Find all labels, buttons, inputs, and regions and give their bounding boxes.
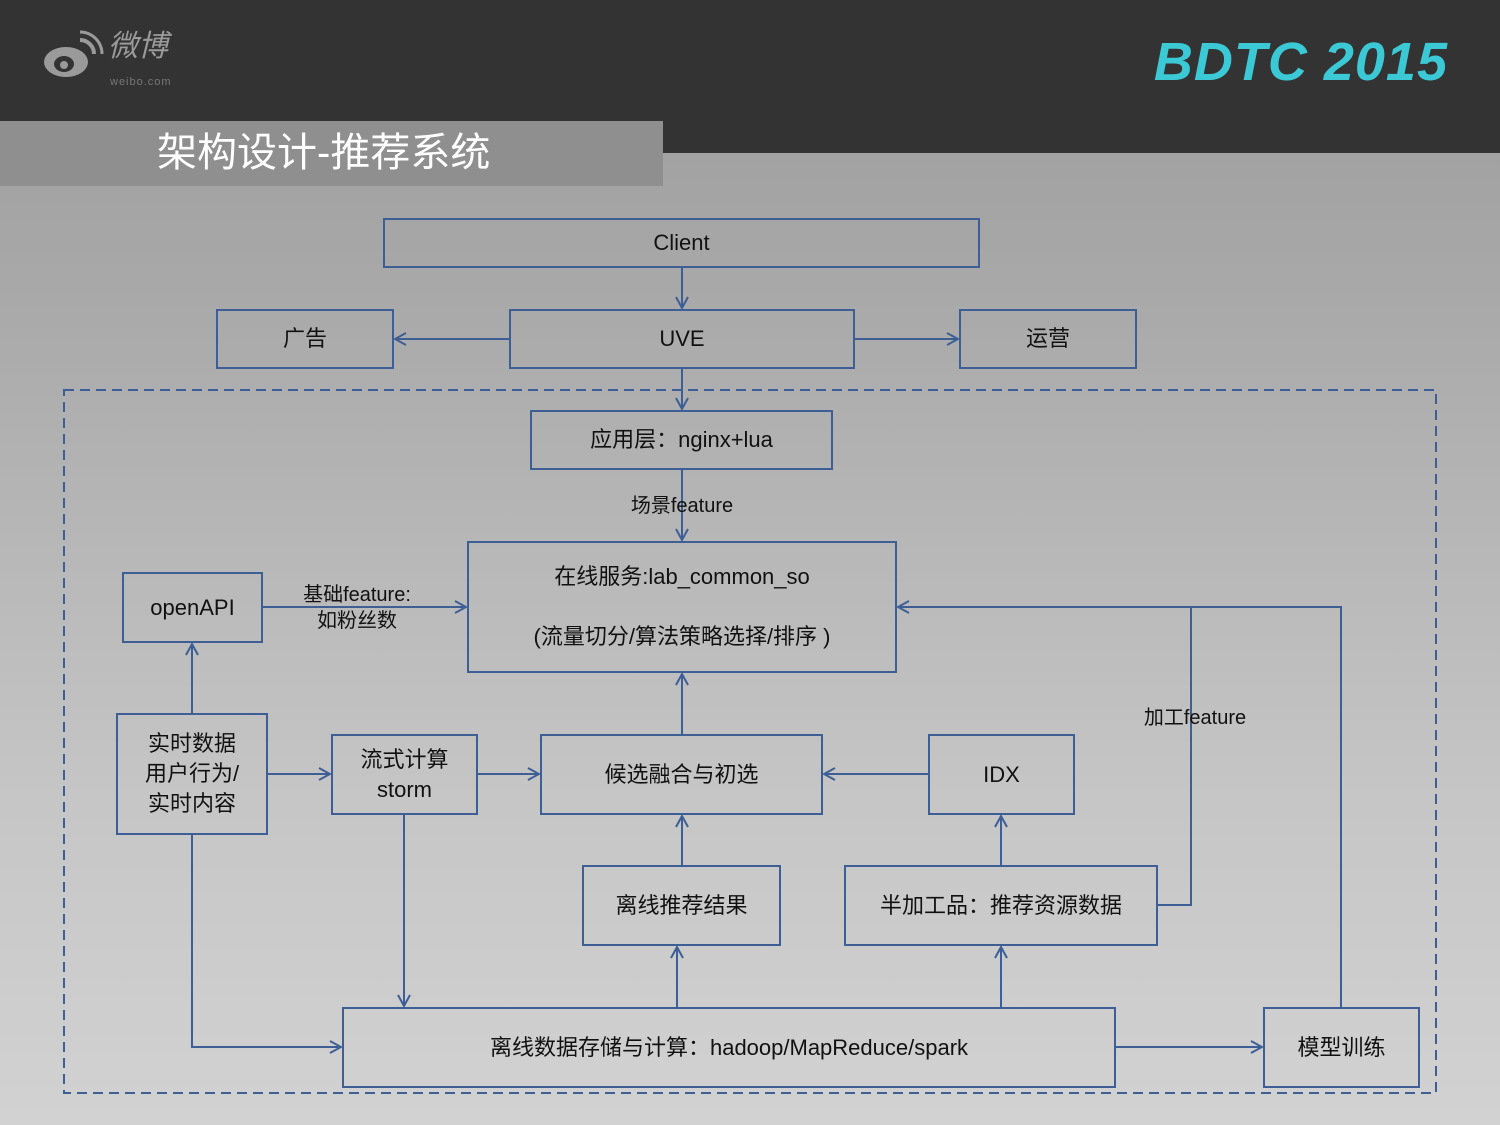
node-app-layer: 应用层：nginx+lua — [530, 410, 833, 470]
node-ops: 运营 — [959, 309, 1137, 369]
edge-label-processed-feature: 加工feature — [1143, 707, 1247, 729]
node-label-line2: storm — [377, 776, 432, 802]
node-label-line2: 用户行为/ — [144, 761, 240, 786]
node-offline-storage: 离线数据存储与计算：hadoop/MapReduce/spark — [342, 1007, 1116, 1088]
weibo-logo: 微博 weibo.com — [40, 30, 200, 92]
bdtc-brand: BDTC 2015 — [1153, 32, 1448, 92]
logo-text: 微博 — [108, 30, 168, 63]
node-client: Client — [383, 218, 980, 268]
node-ads: 广告 — [216, 309, 394, 369]
node-label: 广告 — [282, 326, 327, 351]
node-label-line3: 实时内容 — [147, 791, 236, 816]
edge-label-line2: 如粉丝数 — [317, 610, 397, 632]
node-label: 半加工品：推荐资源数据 — [879, 892, 1122, 918]
node-label: 离线数据存储与计算：hadoop/MapReduce/spark — [489, 1034, 969, 1060]
node-online-service: 在线服务:lab_common_so (流量切分/算法策略选择/排序 ) — [467, 541, 897, 673]
node-semi-product: 半加工品：推荐资源数据 — [844, 865, 1158, 946]
node-label: Client — [653, 230, 710, 255]
node-model-training: 模型训练 — [1263, 1007, 1420, 1088]
edge-label-base-feature: 基础feature: 如粉丝数 — [282, 582, 432, 634]
edge-label-scene-feature: 场景feature — [630, 495, 734, 517]
node-label: UVE — [659, 326, 705, 351]
node-label: IDX — [983, 761, 1020, 787]
node-label-line2: (流量切分/算法策略选择/排序 ) — [533, 624, 831, 649]
node-label-line1: 流式计算 — [360, 746, 449, 772]
slide-title: 架构设计-推荐系统 — [157, 131, 491, 175]
node-realtime-data: 实时数据 用户行为/ 实时内容 — [116, 713, 268, 835]
node-label: 应用层：nginx+lua — [590, 427, 773, 452]
title-bar — [0, 121, 663, 186]
node-label: 模型训练 — [1297, 1034, 1386, 1060]
node-label: 离线推荐结果 — [615, 892, 748, 918]
edge-label-line1: 基础feature: — [303, 584, 411, 606]
weibo-eye-icon — [44, 30, 104, 77]
node-idx: IDX — [928, 734, 1075, 815]
logo-subtext: weibo.com — [110, 76, 172, 88]
node-label-line1: 实时数据 — [147, 731, 236, 756]
edge-semi-online — [898, 607, 1192, 906]
node-label: openAPI — [150, 594, 235, 620]
node-label: 候选融合与初选 — [604, 761, 759, 787]
node-candidate: 候选融合与初选 — [540, 734, 823, 815]
node-openapi: openAPI — [122, 572, 263, 643]
node-label: 运营 — [1025, 326, 1070, 351]
node-offline-result: 离线推荐结果 — [582, 865, 781, 946]
node-label-line1: 在线服务:lab_common_so — [554, 564, 810, 589]
system-boundary — [63, 389, 1437, 1094]
header-bar — [0, 0, 1500, 121]
node-uve: UVE — [509, 309, 855, 369]
node-stream: 流式计算 storm — [331, 734, 478, 815]
header-extension — [663, 121, 1500, 153]
edge-model-online — [1191, 606, 1342, 1007]
edge-realtime-storage — [191, 835, 341, 1047]
